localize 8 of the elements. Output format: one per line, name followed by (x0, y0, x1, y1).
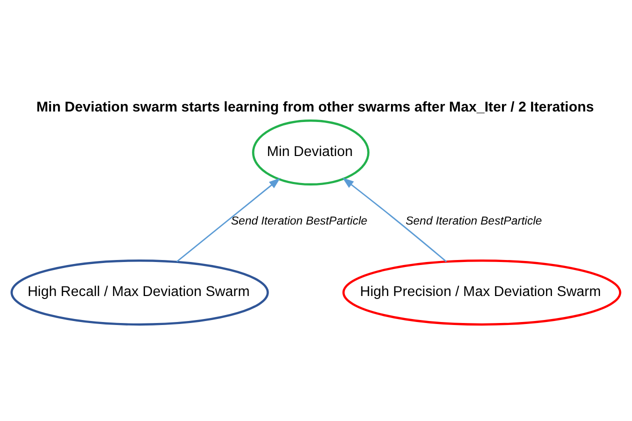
node-ellipse: High Precision / Max Deviation Swarm (342, 259, 622, 326)
edge-label: Send Iteration BestParticle (231, 215, 368, 228)
node-ellipse: Min Deviation (252, 118, 370, 186)
diagram-title: Min Deviation swarm starts learning from other swarms after Max_Iter / 2 Iterations (36, 99, 594, 116)
node-ellipse: High Recall / Max Deviation Swarm (10, 259, 269, 326)
arrow (342, 177, 447, 262)
arrow (176, 177, 280, 262)
edge-label: Send Iteration BestParticle (406, 215, 542, 228)
